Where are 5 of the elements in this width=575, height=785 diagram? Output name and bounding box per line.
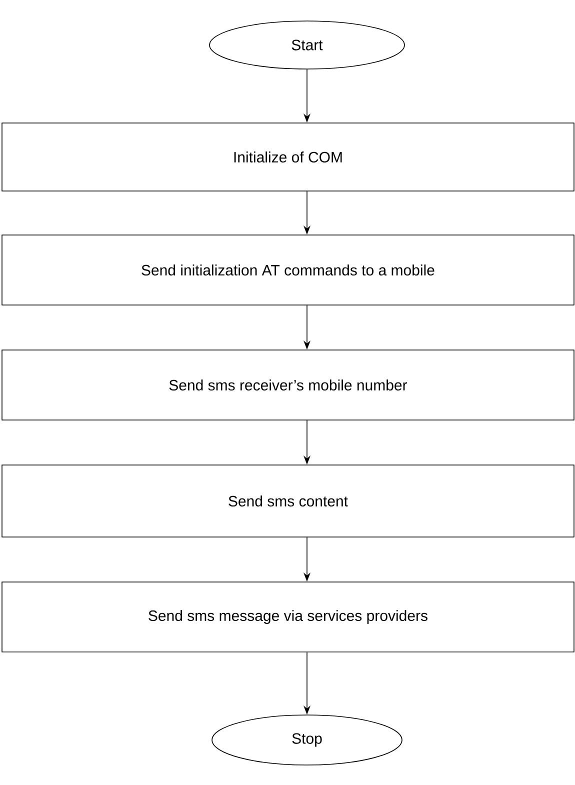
process-box: Send sms content (2, 464, 574, 538)
process-box: Send initialization AT commands to a mobile (2, 234, 574, 306)
process-box: Send sms receiver’s mobile number (2, 350, 574, 420)
process-box: Initialize of COM (2, 122, 574, 192)
process-box: Send sms message via services providers (2, 582, 574, 652)
